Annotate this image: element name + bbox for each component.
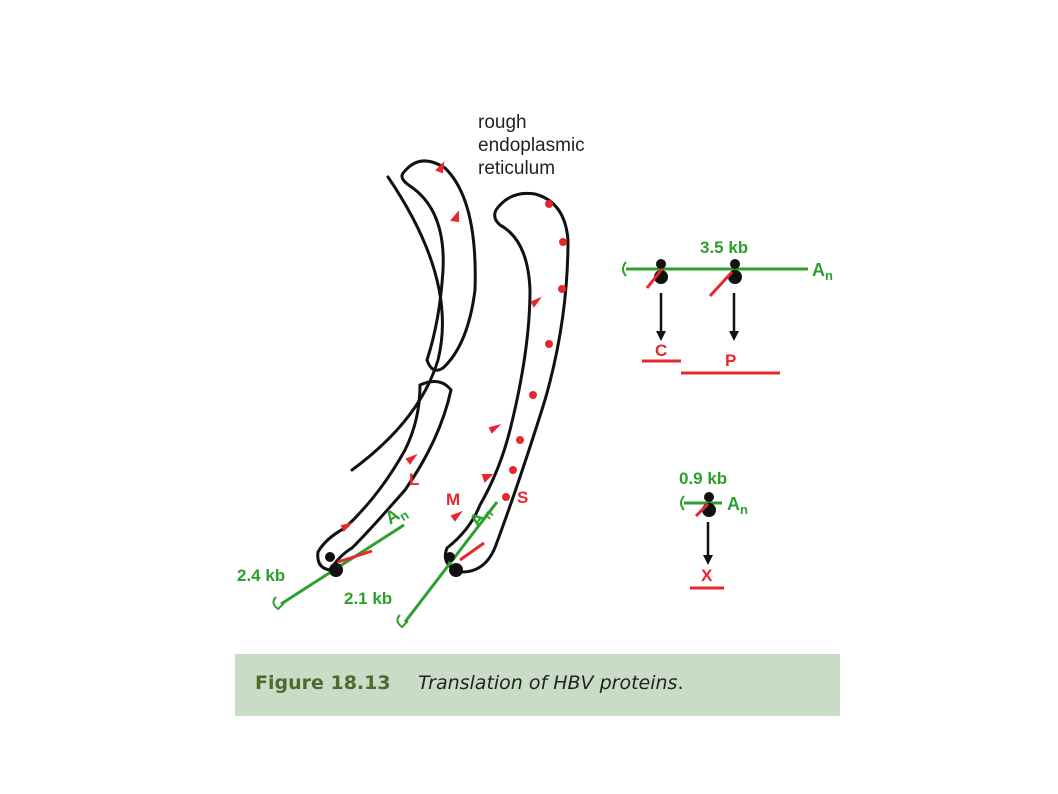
er-label-line3: reticulum	[478, 158, 555, 179]
red-mark	[545, 200, 553, 208]
nascent-protein	[694, 502, 710, 518]
protein-label-X: X	[701, 566, 713, 585]
mrna-middle-cap	[396, 614, 409, 629]
poly-a-top-right: An	[812, 260, 833, 283]
poly-a-bottom-right: An	[727, 494, 748, 517]
mrna-middle-protein	[459, 541, 485, 562]
mrna-left-cap	[272, 596, 285, 611]
mrna-left-strand	[280, 523, 405, 606]
red-mark	[529, 391, 537, 399]
nascent-protein	[708, 270, 734, 298]
protein-label-M: M	[446, 490, 460, 509]
red-mark	[530, 296, 542, 308]
red-mark	[405, 453, 418, 465]
er-label-line1: rough	[478, 112, 527, 133]
red-mark	[488, 424, 502, 434]
mrna-top-right-cap	[622, 261, 627, 277]
mrna-bottom-right: 0.9 kb An X	[679, 469, 748, 590]
mrna-left-protein	[337, 549, 373, 564]
protein-label-P: P	[725, 351, 736, 370]
mrna-middle-strand	[403, 501, 499, 623]
ribosome-small	[445, 552, 455, 562]
red-mark	[435, 161, 445, 174]
er-cisterna-lower	[316, 379, 453, 572]
ribosome-small	[730, 259, 740, 269]
protein-label-C: C	[655, 341, 667, 360]
protein-label-L: L	[409, 470, 419, 489]
er-red-marks	[340, 161, 567, 532]
red-mark	[509, 466, 517, 474]
ribosome-large	[329, 563, 343, 577]
red-mark	[481, 474, 494, 483]
red-mark	[559, 238, 567, 246]
protein-label-S: S	[517, 488, 528, 507]
mrna-top-right-size: 3.5 kb	[700, 238, 748, 257]
figure-title: Translation of HBV proteins.	[418, 672, 684, 694]
er-membranes	[316, 159, 570, 574]
ribosome-small	[325, 552, 335, 562]
mrna-bottom-right-size: 0.9 kb	[679, 469, 727, 488]
red-mark	[502, 493, 510, 501]
mrna-top-right: 3.5 kb An C P	[622, 238, 833, 375]
er-membrane-outer-arc	[350, 175, 444, 472]
nascent-protein	[645, 268, 664, 289]
mrna-middle: An 2.1 kb	[344, 501, 499, 629]
ribosome-small	[656, 259, 666, 269]
ribosome-small	[704, 492, 714, 502]
er-cisterna-upper	[400, 159, 477, 372]
er-cisterna-right	[443, 191, 570, 574]
red-mark	[558, 285, 566, 293]
figure-caption: Figure 18.13 Translation of HBV proteins…	[235, 654, 840, 716]
mrna-middle-size: 2.1 kb	[344, 589, 392, 608]
red-mark	[545, 340, 553, 348]
mrna-left-size: 2.4 kb	[237, 566, 285, 585]
poly-a-left: An	[382, 500, 412, 531]
er-label-line2: endoplasmic	[478, 135, 585, 156]
red-mark	[340, 522, 354, 532]
red-mark	[516, 436, 524, 444]
ribosome-large	[449, 563, 463, 577]
red-mark	[450, 510, 463, 522]
red-mark	[450, 210, 459, 223]
figure-number: Figure 18.13	[255, 672, 391, 694]
mrna-bottom-right-cap	[680, 495, 685, 511]
